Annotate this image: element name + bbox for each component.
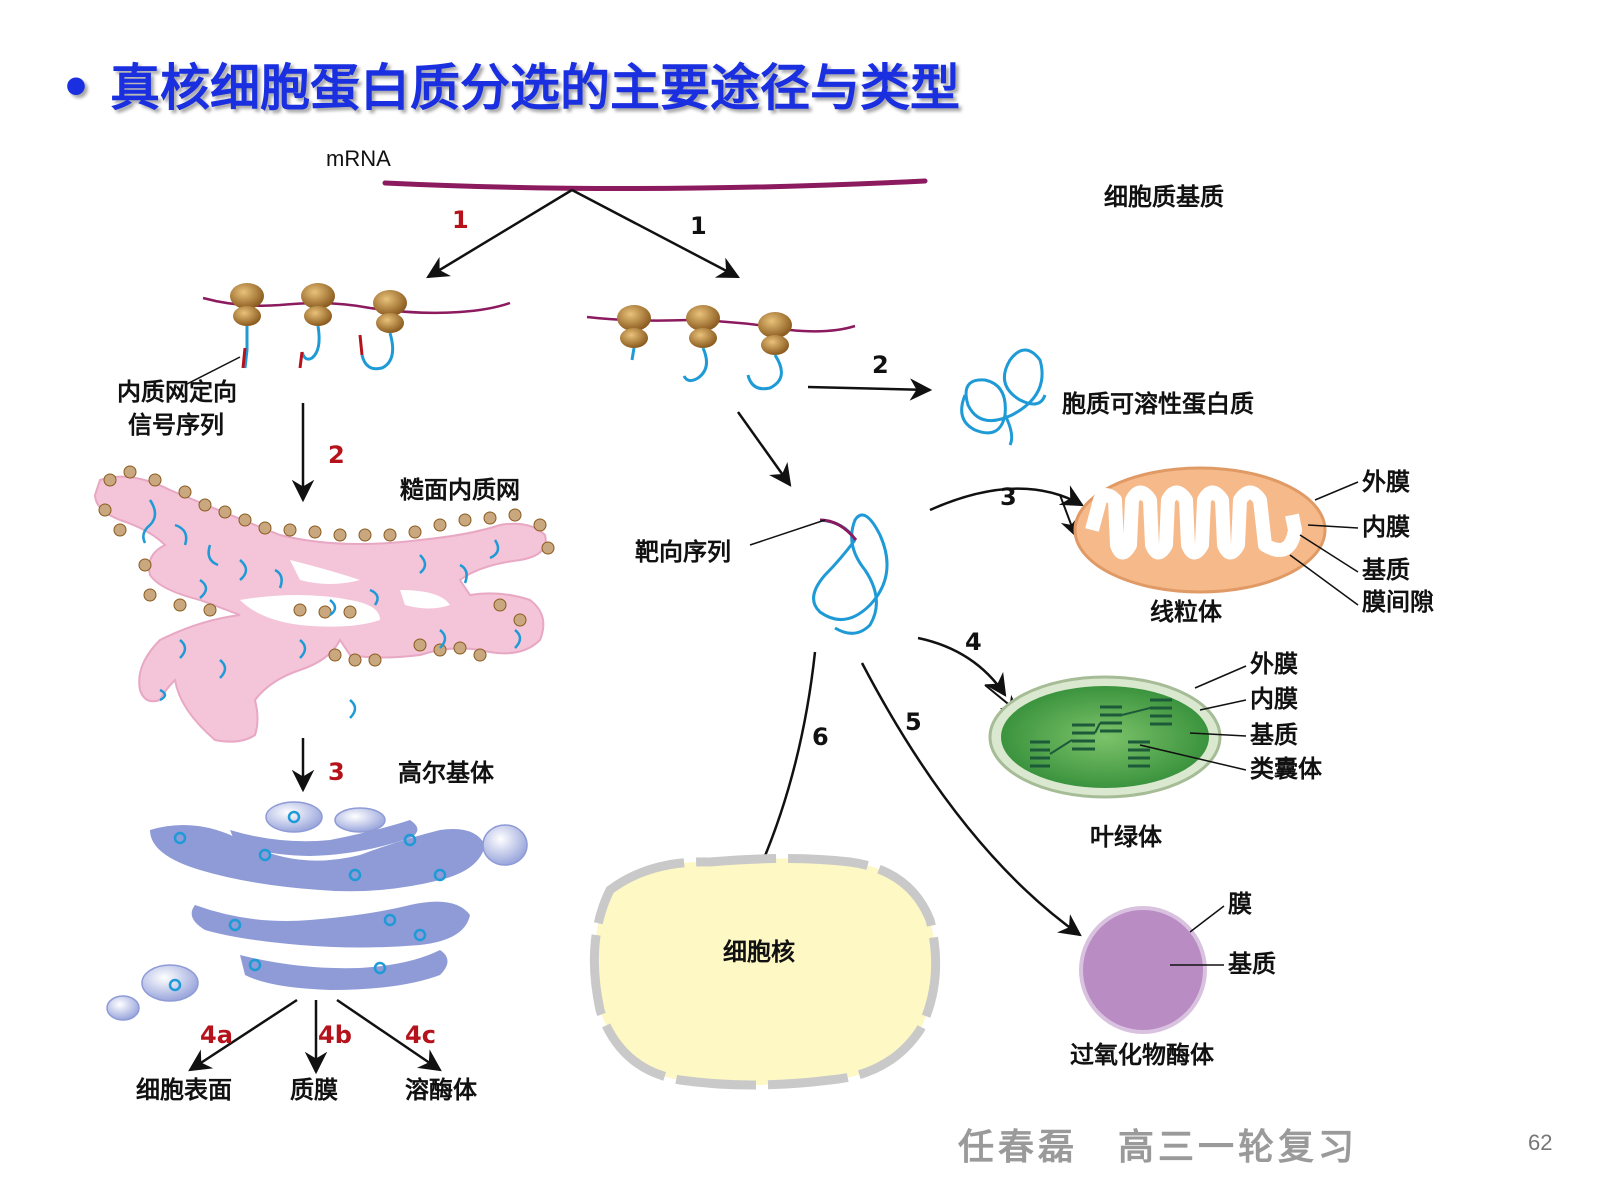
title-bullet: •	[60, 59, 92, 117]
arrow-to-targeted	[736, 411, 792, 487]
footer-course: 高三一轮复习	[1118, 1126, 1359, 1168]
ribosome-4	[617, 305, 651, 348]
nucleus	[589, 854, 941, 1090]
step-4b: 4b	[318, 1021, 352, 1049]
golgi-apparatus	[106, 801, 528, 1021]
step-5: 5	[905, 708, 922, 736]
arrow-to-chloro	[917, 636, 1007, 697]
mito-ims-label: 膜间隙	[1361, 587, 1434, 616]
arrow-to-peroxisome	[860, 662, 1082, 937]
ribosome-2	[301, 283, 335, 326]
footer-author: 任春磊高三一轮复习	[958, 1118, 1358, 1170]
er-signal-label-2: 信号序列	[128, 410, 224, 439]
peroxisome-label: 过氧化物酶体	[1070, 1040, 1215, 1069]
mitochondrion	[1073, 466, 1327, 594]
step-1-left: 1	[452, 206, 469, 234]
chloro-inner-label: 内膜	[1250, 684, 1298, 713]
er-signal-pointer	[184, 356, 241, 386]
rough-er-label: 糙面内质网	[400, 475, 520, 504]
mito-matrix-label: 基质	[1362, 555, 1410, 584]
rough-er	[93, 465, 555, 743]
footer-author-name: 任春磊	[958, 1126, 1079, 1168]
cytosol-label: 细胞质基质	[1104, 182, 1224, 211]
title-text: 真核细胞蛋白质分选的主要途径与类型	[109, 59, 960, 117]
mito-inner-label: 内膜	[1362, 512, 1410, 541]
chloro-stroma-label: 基质	[1250, 720, 1298, 749]
soluble-protein-label: 胞质可溶性蛋白质	[1062, 389, 1254, 418]
arrow-to-mito-inner	[1059, 494, 1078, 537]
step-2-cytosol: 2	[872, 351, 889, 379]
perox-membrane-label: 膜	[1227, 889, 1252, 918]
chloro-outer-label: 外膜	[1250, 649, 1298, 678]
er-signal-label-1: 内质网定向	[117, 377, 237, 406]
chloro-thylakoid-label: 类囊体	[1250, 754, 1323, 783]
perox-pointers	[1170, 905, 1225, 966]
step-4-chloro: 4	[965, 628, 982, 656]
plasma-membrane-label: 质膜	[290, 1075, 338, 1104]
mrna-strand	[382, 178, 928, 192]
arrow-to-mito	[929, 485, 1084, 512]
slide-title: • 真核细胞蛋白质分选的主要途径与类型	[60, 48, 960, 128]
step-3-mito: 3	[1000, 483, 1017, 511]
page-number: 62	[1528, 1130, 1553, 1155]
targeted-protein-coil	[812, 513, 889, 635]
nucleus-label: 细胞核	[723, 937, 795, 966]
perox-matrix-label: 基质	[1228, 949, 1276, 978]
arrow-to-cytosol	[807, 378, 933, 401]
ribosome-6	[758, 312, 792, 355]
chloro-pointers	[1139, 665, 1247, 771]
step-4c: 4c	[405, 1021, 436, 1049]
ribosome-1	[230, 283, 264, 326]
branch-arrows	[426, 188, 740, 279]
targeting-seq-pointer	[749, 519, 826, 546]
step-1-right: 1	[690, 212, 707, 240]
chloroplast	[988, 675, 1222, 799]
step-2-er: 2	[328, 441, 345, 469]
step-6: 6	[812, 723, 829, 751]
mito-outer-label: 外膜	[1362, 467, 1410, 496]
peroxisome	[1079, 906, 1207, 1034]
ribosome-3	[373, 290, 407, 333]
free-polysome	[586, 305, 856, 391]
step-3-golgi: 3	[328, 758, 345, 786]
lysosome-label: 溶酶体	[405, 1075, 478, 1104]
ribosome-5	[686, 305, 720, 348]
mitochondrion-label: 线粒体	[1150, 597, 1223, 626]
cell-surface-label: 细胞表面	[136, 1075, 232, 1104]
mito-pointers	[1289, 481, 1359, 606]
er-polysome	[202, 283, 511, 371]
targeting-seq-label: 靶向序列	[635, 537, 731, 566]
chloroplast-label: 叶绿体	[1090, 822, 1163, 851]
mrna-label: mRNA	[326, 146, 391, 171]
step-4a: 4a	[200, 1021, 233, 1049]
golgi-label: 高尔基体	[398, 758, 495, 787]
golgi-output-arrows	[188, 998, 442, 1075]
soluble-protein-coil	[960, 348, 1047, 446]
